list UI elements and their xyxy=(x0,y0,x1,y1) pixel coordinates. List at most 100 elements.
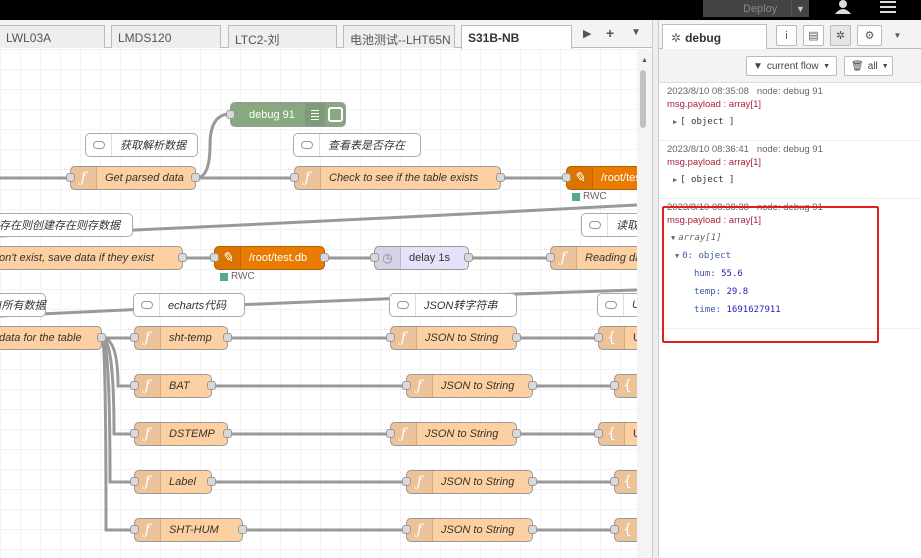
message-node[interactable]: node: debug 91 xyxy=(756,86,823,97)
debug-message[interactable]: 2023/8/10 08:35:08 node: debug 91 msg.pa… xyxy=(659,83,921,141)
output-port[interactable] xyxy=(320,253,329,262)
input-port[interactable] xyxy=(370,253,379,262)
input-port[interactable] xyxy=(290,173,299,182)
comment-create-store[interactable]: 存在则创建存在则存数据 xyxy=(0,213,133,237)
function-node-bat[interactable]: ƒ BAT xyxy=(130,374,216,398)
function-node-label[interactable]: ƒ Label xyxy=(130,470,216,494)
input-port[interactable] xyxy=(402,477,411,486)
input-port[interactable] xyxy=(562,173,571,182)
input-port[interactable] xyxy=(386,333,395,342)
tab-s31b-nb[interactable]: S31B-NB xyxy=(461,25,572,49)
template-node-4[interactable]: { xyxy=(610,470,637,494)
function-node-get-parsed[interactable]: ƒ Get parsed data xyxy=(66,166,200,190)
deploy-dropdown-icon[interactable]: ▼ xyxy=(796,3,805,14)
output-port[interactable] xyxy=(191,173,200,182)
user-icon[interactable] xyxy=(833,0,853,14)
input-port[interactable] xyxy=(402,525,411,534)
json-node-3[interactable]: ƒ JSON to String xyxy=(386,422,521,446)
output-port[interactable] xyxy=(528,525,537,534)
tree-root-row[interactable]: ▼array[1] xyxy=(659,229,921,247)
comment-u[interactable]: U xyxy=(597,293,637,317)
output-port[interactable] xyxy=(223,333,232,342)
message-preview[interactable]: [ object ] xyxy=(680,175,735,185)
sqlite-node-top[interactable]: ✎ /root/tes xyxy=(562,166,637,190)
output-port[interactable] xyxy=(528,477,537,486)
function-node-sht-temp[interactable]: ƒ sht-temp xyxy=(130,326,232,350)
add-flow-icon[interactable]: + xyxy=(606,25,615,41)
tab-battery-test[interactable]: 电池测试--LHT65N xyxy=(343,25,455,48)
comment-check-table[interactable]: 查看表是否存在 xyxy=(293,133,421,157)
output-port[interactable] xyxy=(178,253,187,262)
json-node-5[interactable]: ƒ JSON to String xyxy=(402,518,537,542)
output-port[interactable] xyxy=(464,253,473,262)
input-port[interactable] xyxy=(130,333,139,342)
output-port[interactable] xyxy=(238,525,247,534)
sqlite-node-mid[interactable]: ✎ /root/test.db xyxy=(210,246,329,270)
json-node-4[interactable]: ƒ JSON to String xyxy=(402,470,537,494)
comment-get-parse[interactable]: 获取解析数据 xyxy=(85,133,198,157)
info-icon[interactable]: i xyxy=(776,25,797,46)
function-node-dstemp[interactable]: ƒ DSTEMP xyxy=(130,422,232,446)
message-preview[interactable]: [ object ] xyxy=(680,117,735,127)
input-port[interactable] xyxy=(66,173,75,182)
debug-message[interactable]: 2023/8/10 08:38:38 node: debug 91 msg.pa… xyxy=(659,199,921,329)
tree-item-row[interactable]: ▼0: object xyxy=(659,247,921,265)
flow-list-icon[interactable]: ▼ xyxy=(631,27,641,38)
tab-scroll-right-icon[interactable]: ▶ xyxy=(583,28,592,40)
function-node-sht-hum[interactable]: ƒ SHT-HUM xyxy=(130,518,247,542)
book-icon[interactable]: ▤ xyxy=(803,25,824,46)
tab-ltc2[interactable]: LTC2-刘 xyxy=(228,25,337,48)
input-port[interactable] xyxy=(594,333,603,342)
tree-field-row[interactable]: temp: 29.8 xyxy=(659,283,921,301)
input-port[interactable] xyxy=(386,429,395,438)
workspace-scrollbar[interactable]: ▲ xyxy=(637,49,652,558)
comment-read[interactable]: 读取 xyxy=(581,213,637,237)
comment-all-data[interactable]: l所有数据 xyxy=(0,293,46,317)
output-port[interactable] xyxy=(496,173,505,182)
scrollbar-thumb[interactable] xyxy=(640,70,646,128)
output-port[interactable] xyxy=(528,381,537,390)
json-node-2[interactable]: ƒ JSON to String xyxy=(402,374,537,398)
debug-bug-icon[interactable]: ✲ xyxy=(830,25,851,46)
tab-lmds120[interactable]: LMDS120 xyxy=(111,25,221,48)
message-node[interactable]: node: debug 91 xyxy=(756,144,823,155)
tree-field-row[interactable]: time: 1691627911 xyxy=(659,301,921,319)
sidebar-menu-caret-icon[interactable]: ▼ xyxy=(893,31,902,40)
input-port[interactable] xyxy=(130,429,139,438)
delay-node[interactable]: ◷ delay 1s xyxy=(370,246,473,270)
input-port[interactable] xyxy=(130,381,139,390)
template-node-1[interactable]: { U xyxy=(594,326,637,350)
collapse-icon[interactable]: ▼ xyxy=(675,252,680,260)
comment-json-str[interactable]: JSON转字符串 xyxy=(389,293,517,317)
clear-button[interactable]: 🗑all▼ xyxy=(844,56,893,76)
template-node-5[interactable]: { xyxy=(610,518,637,542)
output-port[interactable] xyxy=(97,333,106,342)
expand-icon[interactable]: ▶ xyxy=(673,176,678,184)
output-port[interactable] xyxy=(512,429,521,438)
filter-button[interactable]: ▼current flow▼ xyxy=(746,56,837,76)
input-port[interactable] xyxy=(402,381,411,390)
tab-lwl03a[interactable]: LWL03A xyxy=(0,25,105,48)
output-port[interactable] xyxy=(207,477,216,486)
input-port[interactable] xyxy=(130,525,139,534)
message-node[interactable]: node: debug 91 xyxy=(756,202,823,213)
flow-workspace[interactable]: 获取解析数据 查看表是否存在 存在则创建存在则存数据 读取 l所有数据 echa… xyxy=(0,49,637,558)
deploy-button[interactable]: Deploy ▼ xyxy=(703,0,809,17)
input-port[interactable] xyxy=(610,525,619,534)
debug-message-list[interactable]: 2023/8/10 08:35:08 node: debug 91 msg.pa… xyxy=(659,83,921,558)
input-port[interactable] xyxy=(226,109,235,119)
expand-icon[interactable]: ▶ xyxy=(673,118,678,126)
function-node-reading[interactable]: ƒ Reading da xyxy=(546,246,637,270)
template-node-3[interactable]: { U xyxy=(594,422,637,446)
input-port[interactable] xyxy=(610,477,619,486)
debug-message[interactable]: 2023/8/10 08:36:41 node: debug 91 msg.pa… xyxy=(659,141,921,199)
function-node-save-data[interactable]: on't exist, save data if they exist xyxy=(0,246,187,270)
output-port[interactable] xyxy=(207,381,216,390)
json-node-1[interactable]: ƒ JSON to String xyxy=(386,326,521,350)
tab-debug[interactable]: ✲debug xyxy=(662,24,767,50)
output-port[interactable] xyxy=(223,429,232,438)
comment-echarts[interactable]: echarts代码 xyxy=(133,293,245,317)
input-port[interactable] xyxy=(210,253,219,262)
debug-toggle-button[interactable] xyxy=(328,107,343,122)
menu-icon[interactable] xyxy=(880,1,896,15)
